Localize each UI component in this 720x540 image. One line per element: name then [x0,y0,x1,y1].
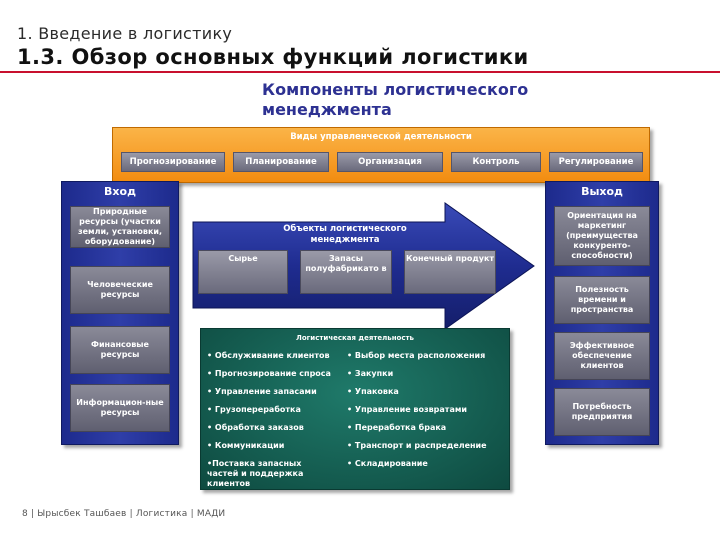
activity-regulation: Регулирование [549,152,643,172]
logistics-activity-title: Логистическая деятельность [296,334,414,342]
logistics-activity-block: Логистическая деятельность • Обслуживани… [200,328,510,490]
logistics-right-item: • Переработка брака [347,423,447,432]
logistics-right-item: • Упаковка [347,387,399,396]
activity-forecasting: Прогнозирование [121,152,225,172]
output-item-marketing: Ориентация на маркетинг (преимущества ко… [554,206,650,266]
output-item-enterprise-need: Потребность предприятия [554,388,650,436]
object-semi-finished-stock: Запасы полуфабрикато в [300,250,392,294]
title-divider [0,71,720,73]
logistics-right-item: • Складирование [347,459,428,468]
input-column: Вход Природные ресурсы (участки земли, у… [61,181,179,445]
objects-title: Объекты логистического менеджмента [283,224,407,245]
output-item-customer-service: Эффективное обеспечение клиентов [554,332,650,380]
input-item-financial-resources: Финансовые ресурсы [70,326,170,374]
management-activities-bar: Виды управленческой деятельности Прогноз… [112,127,650,183]
logistics-left-item: • Обслуживание клиентов [207,351,330,360]
logistics-left-item: • Обработка заказов [207,423,304,432]
logistics-left-item: • Грузопереработка [207,405,301,414]
logistics-left-item: •Поставка запасных частей и поддержка кл… [207,459,304,488]
output-column: Выход Ориентация на маркетинг (преимущес… [545,181,659,445]
section-title: 1. Введение в логистику [17,24,233,43]
diagram-title: Компоненты логистического менеджмента [262,80,529,119]
logistics-right-item: • Транспорт и распределение [347,441,487,450]
input-item-natural-resources: Природные ресурсы (участки земли, устано… [70,206,170,248]
output-item-time-space-utility: Полезность времени и пространства [554,276,650,324]
logistics-right-item: • Управление возвратами [347,405,467,414]
input-item-information-resources: Информацион-ные ресурсы [70,384,170,432]
activity-organization: Организация [337,152,443,172]
input-item-human-resources: Человеческие ресурсы [70,266,170,314]
logistics-right-item: • Выбор места расположения [347,351,486,360]
logistics-left-item: • Прогнозирование спроса [207,369,331,378]
logistics-left-item: • Управление запасами [207,387,317,396]
logistics-right-item: • Закупки [347,369,394,378]
output-column-title: Выход [581,185,623,198]
activity-control: Контроль [451,152,541,172]
object-finished-product: Конечный продукт [404,250,496,294]
footer-text: 8 | Ырысбек Ташбаев | Логистика | МАДИ [22,509,226,519]
management-activities-title: Виды управленческой деятельности [290,132,472,142]
input-column-title: Вход [104,185,136,198]
logistics-left-item: • Коммуникации [207,441,285,450]
slide-title: 1.3. Обзор основных функций логистики [17,45,529,69]
object-raw-materials: Сырье [198,250,288,294]
activity-planning: Планирование [233,152,329,172]
